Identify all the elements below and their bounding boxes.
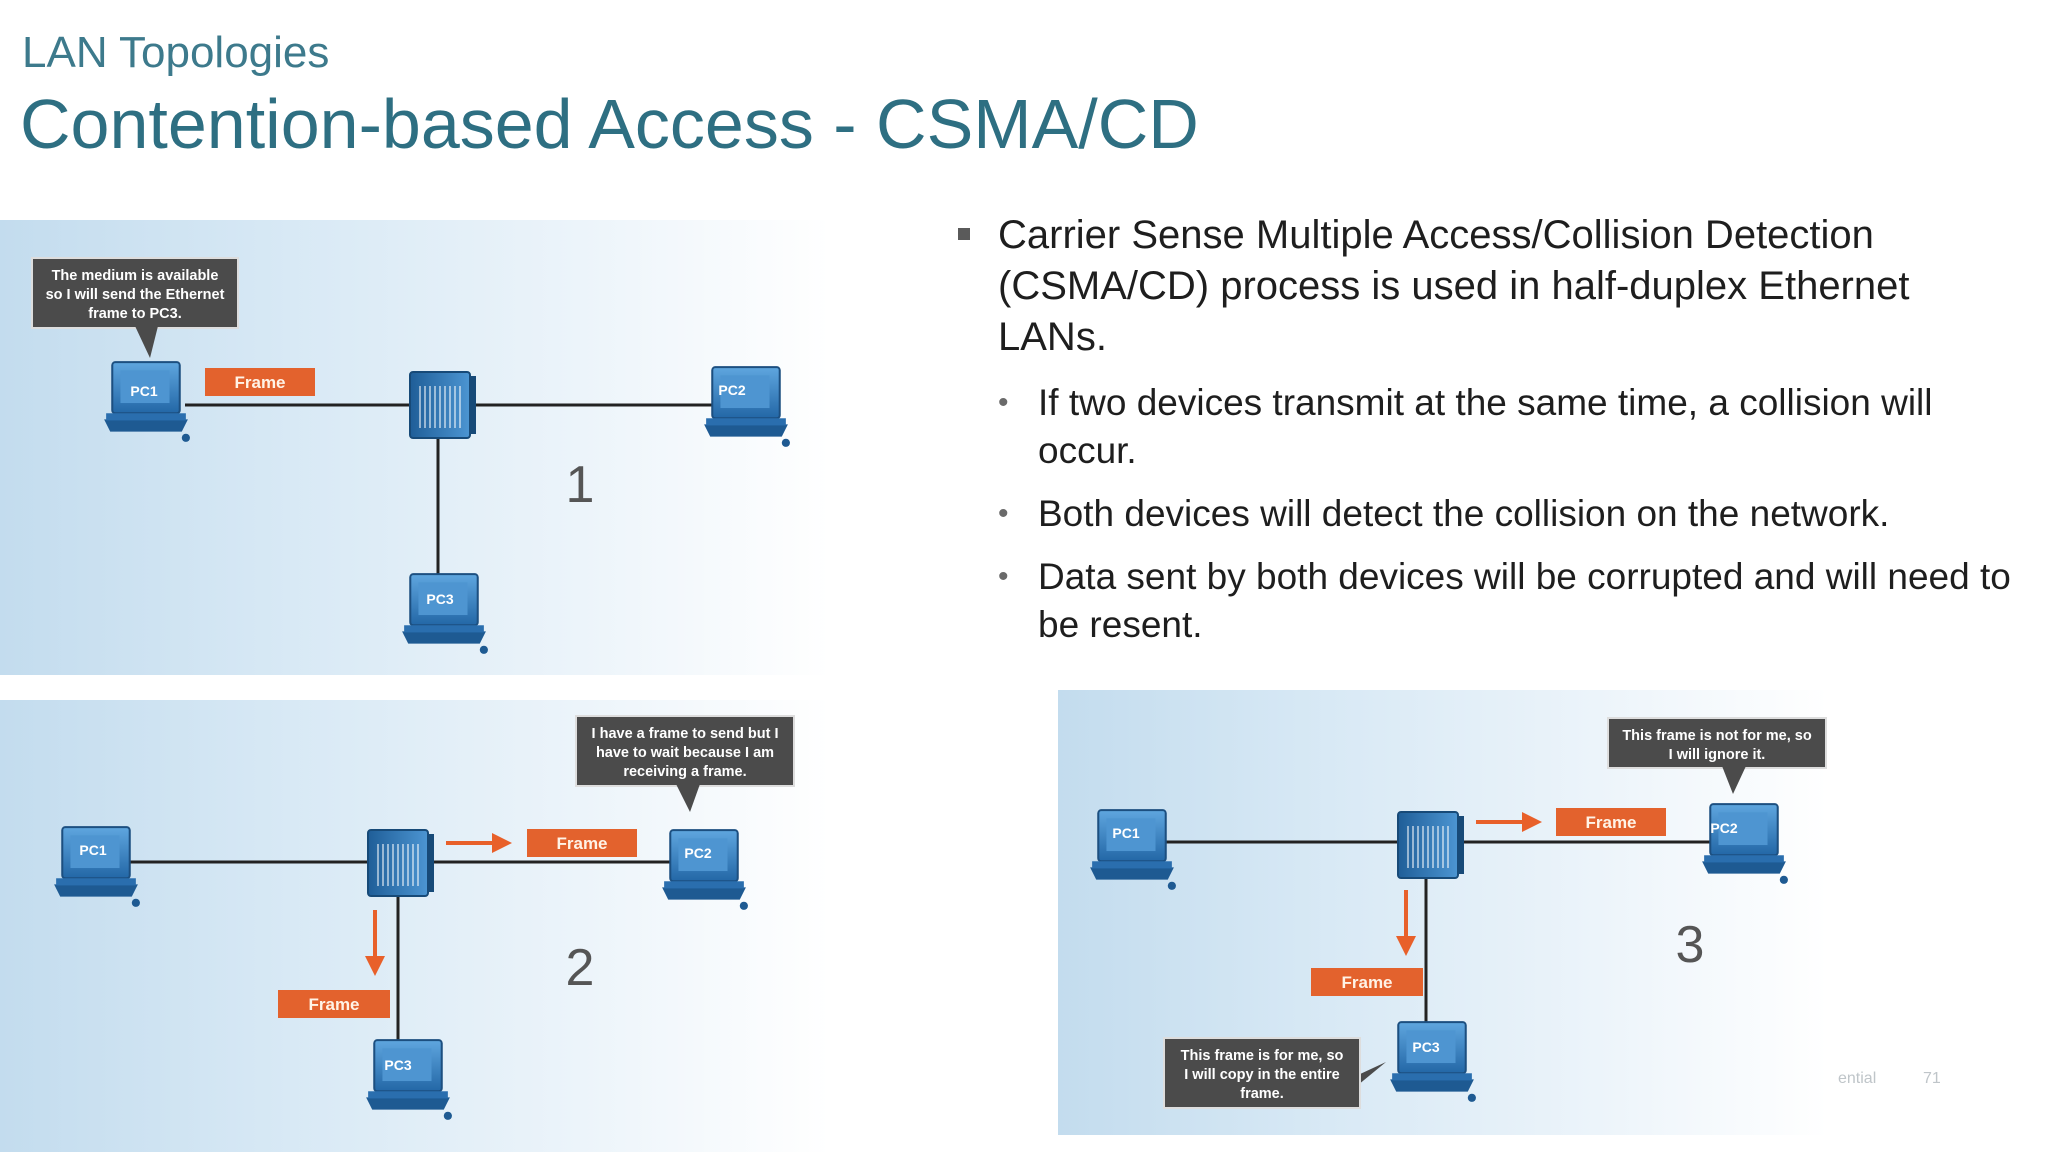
pc1-computer: PC1 (53, 826, 141, 907)
frame-label: Frame (1341, 973, 1392, 992)
pc3-label: PC3 (1412, 1039, 1439, 1055)
frame-label: Frame (308, 995, 359, 1014)
panel-number: 3 (1676, 916, 1705, 974)
page-number: 71 (1923, 1070, 1941, 1087)
slide-subtitle: LAN Topologies (22, 28, 330, 77)
panel-number: 1 (566, 456, 595, 514)
pc1-computer: PC1 (1089, 809, 1177, 890)
sub-bullet: • If two devices transmit at the same ti… (992, 379, 2018, 475)
frame-label: Frame (234, 373, 285, 392)
pc1-computer: PC1 (103, 361, 191, 442)
callout-line: I will ignore it. (1669, 747, 1766, 763)
pc2-computer: PC2 (1701, 803, 1789, 884)
callout-for-me: This frame is for me, so I will copy in … (1163, 1037, 1386, 1109)
frame-label: Frame (1585, 813, 1636, 832)
main-bullet: Carrier Sense Multiple Access/Collision … (958, 210, 2018, 363)
footer-confidential: ential (1838, 1070, 1877, 1087)
main-bullet-text: Carrier Sense Multiple Access/Collision … (998, 213, 1910, 359)
callout-line: have to wait because I am (596, 745, 774, 761)
figure-panel-1: The medium is available so I will send t… (0, 220, 830, 675)
callout-line: frame. (1240, 1086, 1284, 1102)
callout-line: This frame is not for me, so (1622, 728, 1811, 744)
switch-icon (409, 371, 477, 439)
figure-panel-2: I have a frame to send but I have to wai… (0, 700, 830, 1152)
frame-label: Frame (556, 834, 607, 853)
pc3-computer: PC3 (401, 573, 489, 654)
sub-bullet-list: • If two devices transmit at the same ti… (992, 379, 2018, 649)
panel-number: 2 (566, 939, 595, 997)
callout-not-for-me: This frame is not for me, so I will igno… (1607, 717, 1827, 794)
callout-line: receiving a frame. (623, 764, 746, 780)
pc2-label: PC2 (684, 845, 711, 861)
frame-box-right: Frame (527, 829, 637, 857)
dot-bullet-icon: • (998, 497, 1009, 530)
callout-medium-available: The medium is available so I will send t… (31, 257, 239, 358)
switch-icon (1397, 811, 1465, 879)
pc2-label: PC2 (718, 382, 745, 398)
pc3-label: PC3 (384, 1057, 411, 1073)
pc2-computer: PC2 (703, 366, 791, 447)
slide-title: Contention-based Access - CSMA/CD (20, 85, 1199, 163)
frame-box-down: Frame (278, 990, 390, 1018)
pc2-computer: PC2 (661, 829, 749, 910)
pc1-label: PC1 (130, 383, 157, 399)
sub-bullet: • Data sent by both devices will be corr… (992, 553, 2018, 649)
callout-line: so I will send the Ethernet (46, 287, 225, 303)
pc2-label: PC2 (1710, 820, 1737, 836)
sub-bullet-text: Data sent by both devices will be corrup… (1038, 556, 2011, 645)
figure-panel-3: This frame is not for me, so I will igno… (1058, 690, 1828, 1135)
sub-bullet: • Both devices will detect the collision… (992, 490, 2018, 538)
slide-content: Carrier Sense Multiple Access/Collision … (958, 210, 2018, 664)
switch-icon (367, 829, 435, 897)
callout-line: The medium is available (52, 268, 219, 284)
callout-line: I have a frame to send but I (592, 726, 779, 742)
pc3-computer: PC3 (1389, 1021, 1477, 1102)
callout-must-wait: I have a frame to send but I have to wai… (575, 715, 795, 812)
pc3-computer: PC3 (365, 1039, 453, 1120)
square-bullet-icon (958, 228, 970, 240)
frame-box: Frame (205, 368, 315, 396)
frame-box-down: Frame (1311, 968, 1423, 996)
sub-bullet-text: Both devices will detect the collision o… (1038, 493, 1890, 534)
pc1-label: PC1 (79, 842, 106, 858)
pc1-label: PC1 (1112, 825, 1139, 841)
pc3-label: PC3 (426, 591, 453, 607)
dot-bullet-icon: • (998, 386, 1009, 419)
callout-line: I will copy in the entire (1184, 1067, 1340, 1083)
frame-box-right: Frame (1556, 808, 1666, 836)
dot-bullet-icon: • (998, 560, 1009, 593)
sub-bullet-text: If two devices transmit at the same time… (1038, 382, 1933, 471)
callout-line: This frame is for me, so (1181, 1048, 1344, 1064)
callout-line: frame to PC3. (88, 306, 181, 322)
